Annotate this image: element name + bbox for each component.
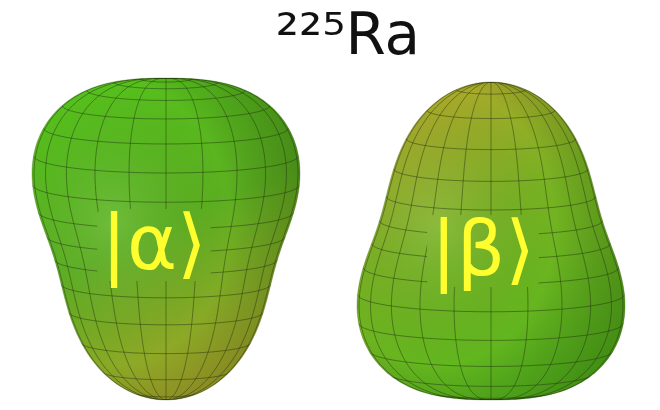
nucleus-surface [32, 78, 300, 400]
state-label: |β⟩ [431, 211, 535, 287]
nucleus-title: ²²⁵Ra [0, 0, 660, 70]
surface-grid [358, 82, 625, 403]
nucleus-shape: |β⟩ [355, 80, 627, 402]
state-label: |α⟩ [101, 205, 206, 281]
nucleus-shading [32, 78, 300, 400]
nucleus-shading [357, 82, 625, 400]
surface-grid [33, 78, 300, 400]
nucleus-surface [357, 82, 625, 400]
nucleus-shape: |α⟩ [30, 76, 302, 402]
